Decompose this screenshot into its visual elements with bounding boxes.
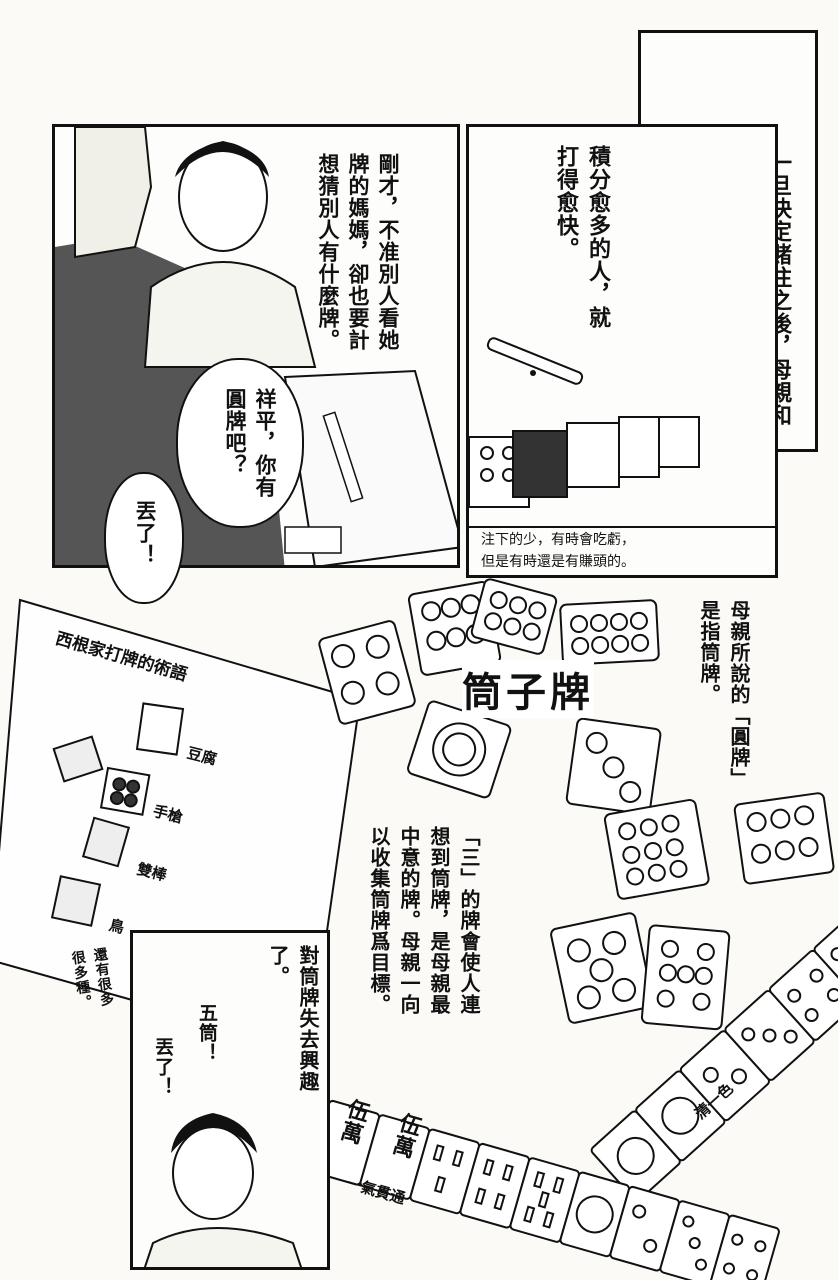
panel2-bottom-note: 注下的少，有時會吃虧， 但是有時還是有賺頭的。 bbox=[481, 529, 635, 573]
panel-speed-play: 積分愈多的人，就打得愈快。 注下的少，有時會吃虧， 但是有時還是有賺頭的。 bbox=[466, 124, 778, 578]
speech-bubble-question: 祥平，你有圓牌吧？ bbox=[176, 358, 304, 528]
speech-five-tong: 五筒！ bbox=[196, 1003, 218, 1063]
panel2-artwork bbox=[469, 337, 775, 528]
bubble-question-text: 祥平，你有圓牌吧？ bbox=[223, 388, 277, 498]
panel-mother-bored: 十幾年了，她終於對筒牌失去興趣了。 五筒！ 丟了！ bbox=[130, 930, 330, 1270]
speech-bubble-discard: 丟了！ bbox=[104, 472, 184, 604]
panel2-bottom-line1: 注下的少，有時會吃虧， bbox=[481, 532, 635, 548]
speech-discard-bottom: 丟了！ bbox=[152, 1037, 174, 1097]
narration-center-note: 「三」的牌會使人連想到筒牌，是母親最中意的牌。母親一向以收集筒牌爲目標。 bbox=[367, 826, 481, 1015]
bubble-discard-text: 丟了！ bbox=[133, 500, 157, 566]
title-tongzi: 筒子牌 bbox=[462, 660, 594, 718]
narration-right-mid: 母親所說的「圓牌」是指筒牌。 bbox=[697, 600, 751, 789]
panel2-bottom-line2: 但是有時還是有賺頭的。 bbox=[481, 554, 635, 570]
panel2-caption: 積分愈多的人，就打得愈快。 bbox=[553, 145, 610, 329]
panel3-artwork bbox=[143, 1113, 303, 1267]
panel-mother-game: 剛才，不准別人看她牌的媽媽，卻也要計想猜別人有什麼牌。 bbox=[52, 124, 460, 568]
panel3-caption: 十幾年了，她終於對筒牌失去興趣了。 bbox=[266, 945, 327, 1113]
panel1-artwork bbox=[55, 127, 457, 565]
panel1-caption: 剛才，不准別人看她牌的媽媽，卻也要計想猜別人有什麼牌。 bbox=[316, 153, 400, 351]
